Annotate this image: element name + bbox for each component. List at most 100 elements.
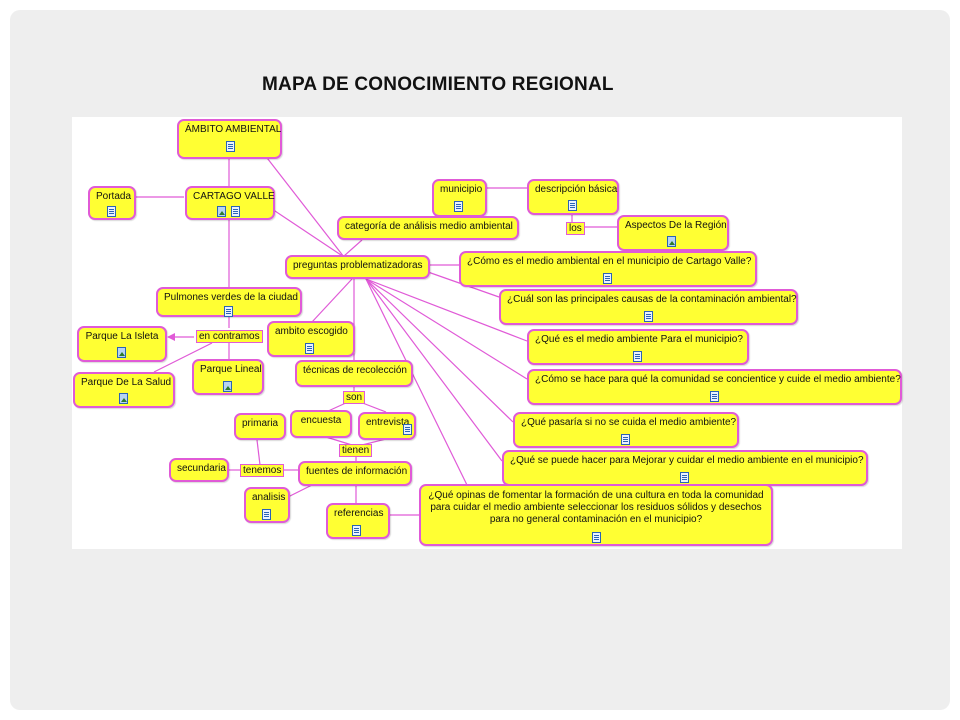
node-encuesta[interactable]: encuesta [290, 410, 352, 438]
connector-preguntas-q6 [365, 278, 503, 462]
node-q-como-se-hace[interactable]: ¿Cómo se hace para qué la comunidad se c… [527, 369, 902, 405]
document-icon[interactable] [226, 141, 235, 152]
link-label-en-contramos: en contramos [196, 330, 263, 343]
node-parque-lineal-label: Parque Lineal [200, 364, 262, 375]
node-q-como-es-label: ¿Cómo es el medio ambiental en el munici… [467, 256, 752, 267]
node-aspectos-region-label: Aspectos De la Región [625, 220, 727, 231]
node-parque-isleta[interactable]: Parque La Isleta [77, 326, 167, 362]
node-pulmones-label: Pulmones verdes de la ciudad [164, 292, 298, 303]
document-icon[interactable] [454, 201, 463, 212]
image-icon[interactable] [117, 347, 126, 358]
node-analisis-label: analisis [252, 492, 286, 503]
connector-encontramos-salud [153, 342, 213, 373]
node-tecnicas-label: técnicas de recolección [303, 365, 407, 376]
image-icon[interactable] [217, 206, 226, 217]
node-q-que-se-puede-label: ¿Qué se puede hacer para Mejorar y cuida… [510, 455, 864, 466]
node-parque-lineal[interactable]: Parque Lineal [192, 359, 264, 395]
node-primaria[interactable]: primaria [234, 413, 286, 440]
node-secundaria-label: secundaria [177, 463, 226, 474]
document-icon[interactable] [231, 206, 240, 217]
concept-map: ÁMBITO AMBIENTAL CARTAGO VALLE Portada m… [72, 117, 902, 549]
connector-preguntas-q4 [365, 278, 528, 380]
document-icon[interactable] [633, 351, 642, 362]
node-fuentes-label: fuentes de información [306, 466, 408, 477]
connector-ambito-preguntas [256, 144, 345, 258]
node-analisis[interactable]: analisis [244, 487, 290, 523]
node-ambito-escogido[interactable]: ambito escogido [267, 321, 355, 357]
node-municipio[interactable]: municipio [432, 179, 487, 217]
node-q-que-es[interactable]: ¿Qué es el medio ambiente Para el munici… [527, 329, 749, 365]
document-icon[interactable] [107, 206, 116, 217]
node-portada-label: Portada [96, 191, 132, 202]
document-icon[interactable] [592, 532, 601, 543]
connector-preguntas-q5 [365, 278, 514, 423]
connector-lines [135, 144, 617, 516]
node-ambito-ambiental-label: ÁMBITO AMBIENTAL [185, 124, 282, 135]
document-icon[interactable] [224, 306, 233, 317]
node-entrevista[interactable]: entrevista [358, 412, 416, 440]
node-q-que-pasaria-label: ¿Qué pasaría si no se cuida el medio amb… [521, 417, 737, 428]
link-label-los: los [566, 222, 585, 235]
image-icon[interactable] [667, 236, 676, 247]
document-icon[interactable] [352, 525, 361, 536]
node-ambito-ambiental[interactable]: ÁMBITO AMBIENTAL [177, 119, 282, 159]
image-icon[interactable] [119, 393, 128, 404]
node-q-cuales-causas-label: ¿Cuál son las principales causas de la c… [507, 294, 797, 305]
image-icon[interactable] [223, 381, 232, 392]
connector-preguntas-ambito-escogido [311, 278, 353, 323]
node-preguntas[interactable]: preguntas problematizadoras [285, 255, 430, 279]
connector-preguntas-q3 [365, 278, 528, 342]
node-categoria[interactable]: categoría de análisis medio ambiental [337, 216, 519, 240]
document-icon[interactable] [305, 343, 314, 354]
node-ambito-escogido-label: ambito escogido [275, 326, 348, 337]
node-referencias-label: referencias [334, 508, 384, 519]
node-parque-isleta-label: Parque La Isleta [85, 331, 159, 342]
document-icon[interactable] [403, 424, 412, 435]
connector-cartago-preguntas [271, 208, 345, 258]
node-q-cuales-causas[interactable]: ¿Cuál son las principales causas de la c… [499, 289, 798, 325]
node-q-que-pasaria[interactable]: ¿Qué pasaría si no se cuida el medio amb… [513, 412, 739, 448]
node-q-opinas-line-1: ¿Qué opinas de fomentar la formación de … [428, 490, 764, 501]
node-preguntas-label: preguntas problematizadoras [293, 260, 423, 271]
connector-encuesta-tienen [325, 436, 353, 446]
node-fuentes[interactable]: fuentes de información [298, 461, 412, 486]
slide-title: MAPA DE CONOCIMIENTO REGIONAL [262, 74, 614, 95]
node-tecnicas[interactable]: técnicas de recolección [295, 360, 413, 387]
connector-preguntas-q7 [365, 278, 468, 486]
node-q-como-es[interactable]: ¿Cómo es el medio ambiental en el munici… [459, 251, 757, 287]
node-cartago-valle-label: CARTAGO VALLE [193, 191, 275, 202]
document-icon[interactable] [621, 434, 630, 445]
node-referencias[interactable]: referencias [326, 503, 390, 539]
node-categoria-label: categoría de análisis medio ambiental [345, 221, 513, 232]
node-pulmones[interactable]: Pulmones verdes de la ciudad [156, 287, 302, 317]
node-q-como-se-hace-label: ¿Cómo se hace para qué la comunidad se c… [535, 374, 901, 385]
node-q-opinas-line-3: para no general contaminación en el muni… [489, 514, 703, 525]
link-label-tenemos: tenemos [240, 464, 285, 477]
node-descripcion-basica[interactable]: descripción básica [527, 179, 619, 215]
node-primaria-label: primaria [242, 418, 279, 429]
node-portada[interactable]: Portada [88, 186, 136, 220]
node-secundaria[interactable]: secundaria [169, 458, 229, 482]
node-q-opinas-line-2: para cuidar el medio ambiente selecciona… [430, 502, 762, 513]
document-icon[interactable] [710, 391, 719, 402]
node-q-que-es-label: ¿Qué es el medio ambiente Para el munici… [535, 334, 743, 345]
document-icon[interactable] [262, 509, 271, 520]
node-parque-salud-label: Parque De La Salud [81, 377, 172, 388]
node-entrevista-label: entrevista [366, 417, 410, 428]
node-aspectos-region[interactable]: Aspectos De la Región [617, 215, 729, 251]
document-icon[interactable] [644, 311, 653, 322]
node-descripcion-basica-label: descripción básica [535, 184, 618, 195]
node-q-opinas[interactable]: ¿Qué opinas de fomentar la formación de … [419, 484, 773, 546]
node-municipio-label: municipio [440, 184, 483, 195]
node-q-que-se-puede[interactable]: ¿Qué se puede hacer para Mejorar y cuida… [502, 450, 868, 486]
document-icon[interactable] [680, 472, 689, 483]
node-parque-salud[interactable]: Parque De La Salud [73, 372, 175, 408]
link-label-son: son [343, 391, 366, 404]
node-cartago-valle[interactable]: CARTAGO VALLE [185, 186, 275, 220]
document-icon[interactable] [568, 200, 577, 211]
connector-primaria-tenemos [256, 439, 261, 466]
document-icon[interactable] [603, 273, 612, 284]
link-label-tienen: tienen [339, 444, 373, 457]
connector-categoria-preguntas [343, 239, 363, 257]
node-encuesta-label: encuesta [300, 415, 342, 426]
